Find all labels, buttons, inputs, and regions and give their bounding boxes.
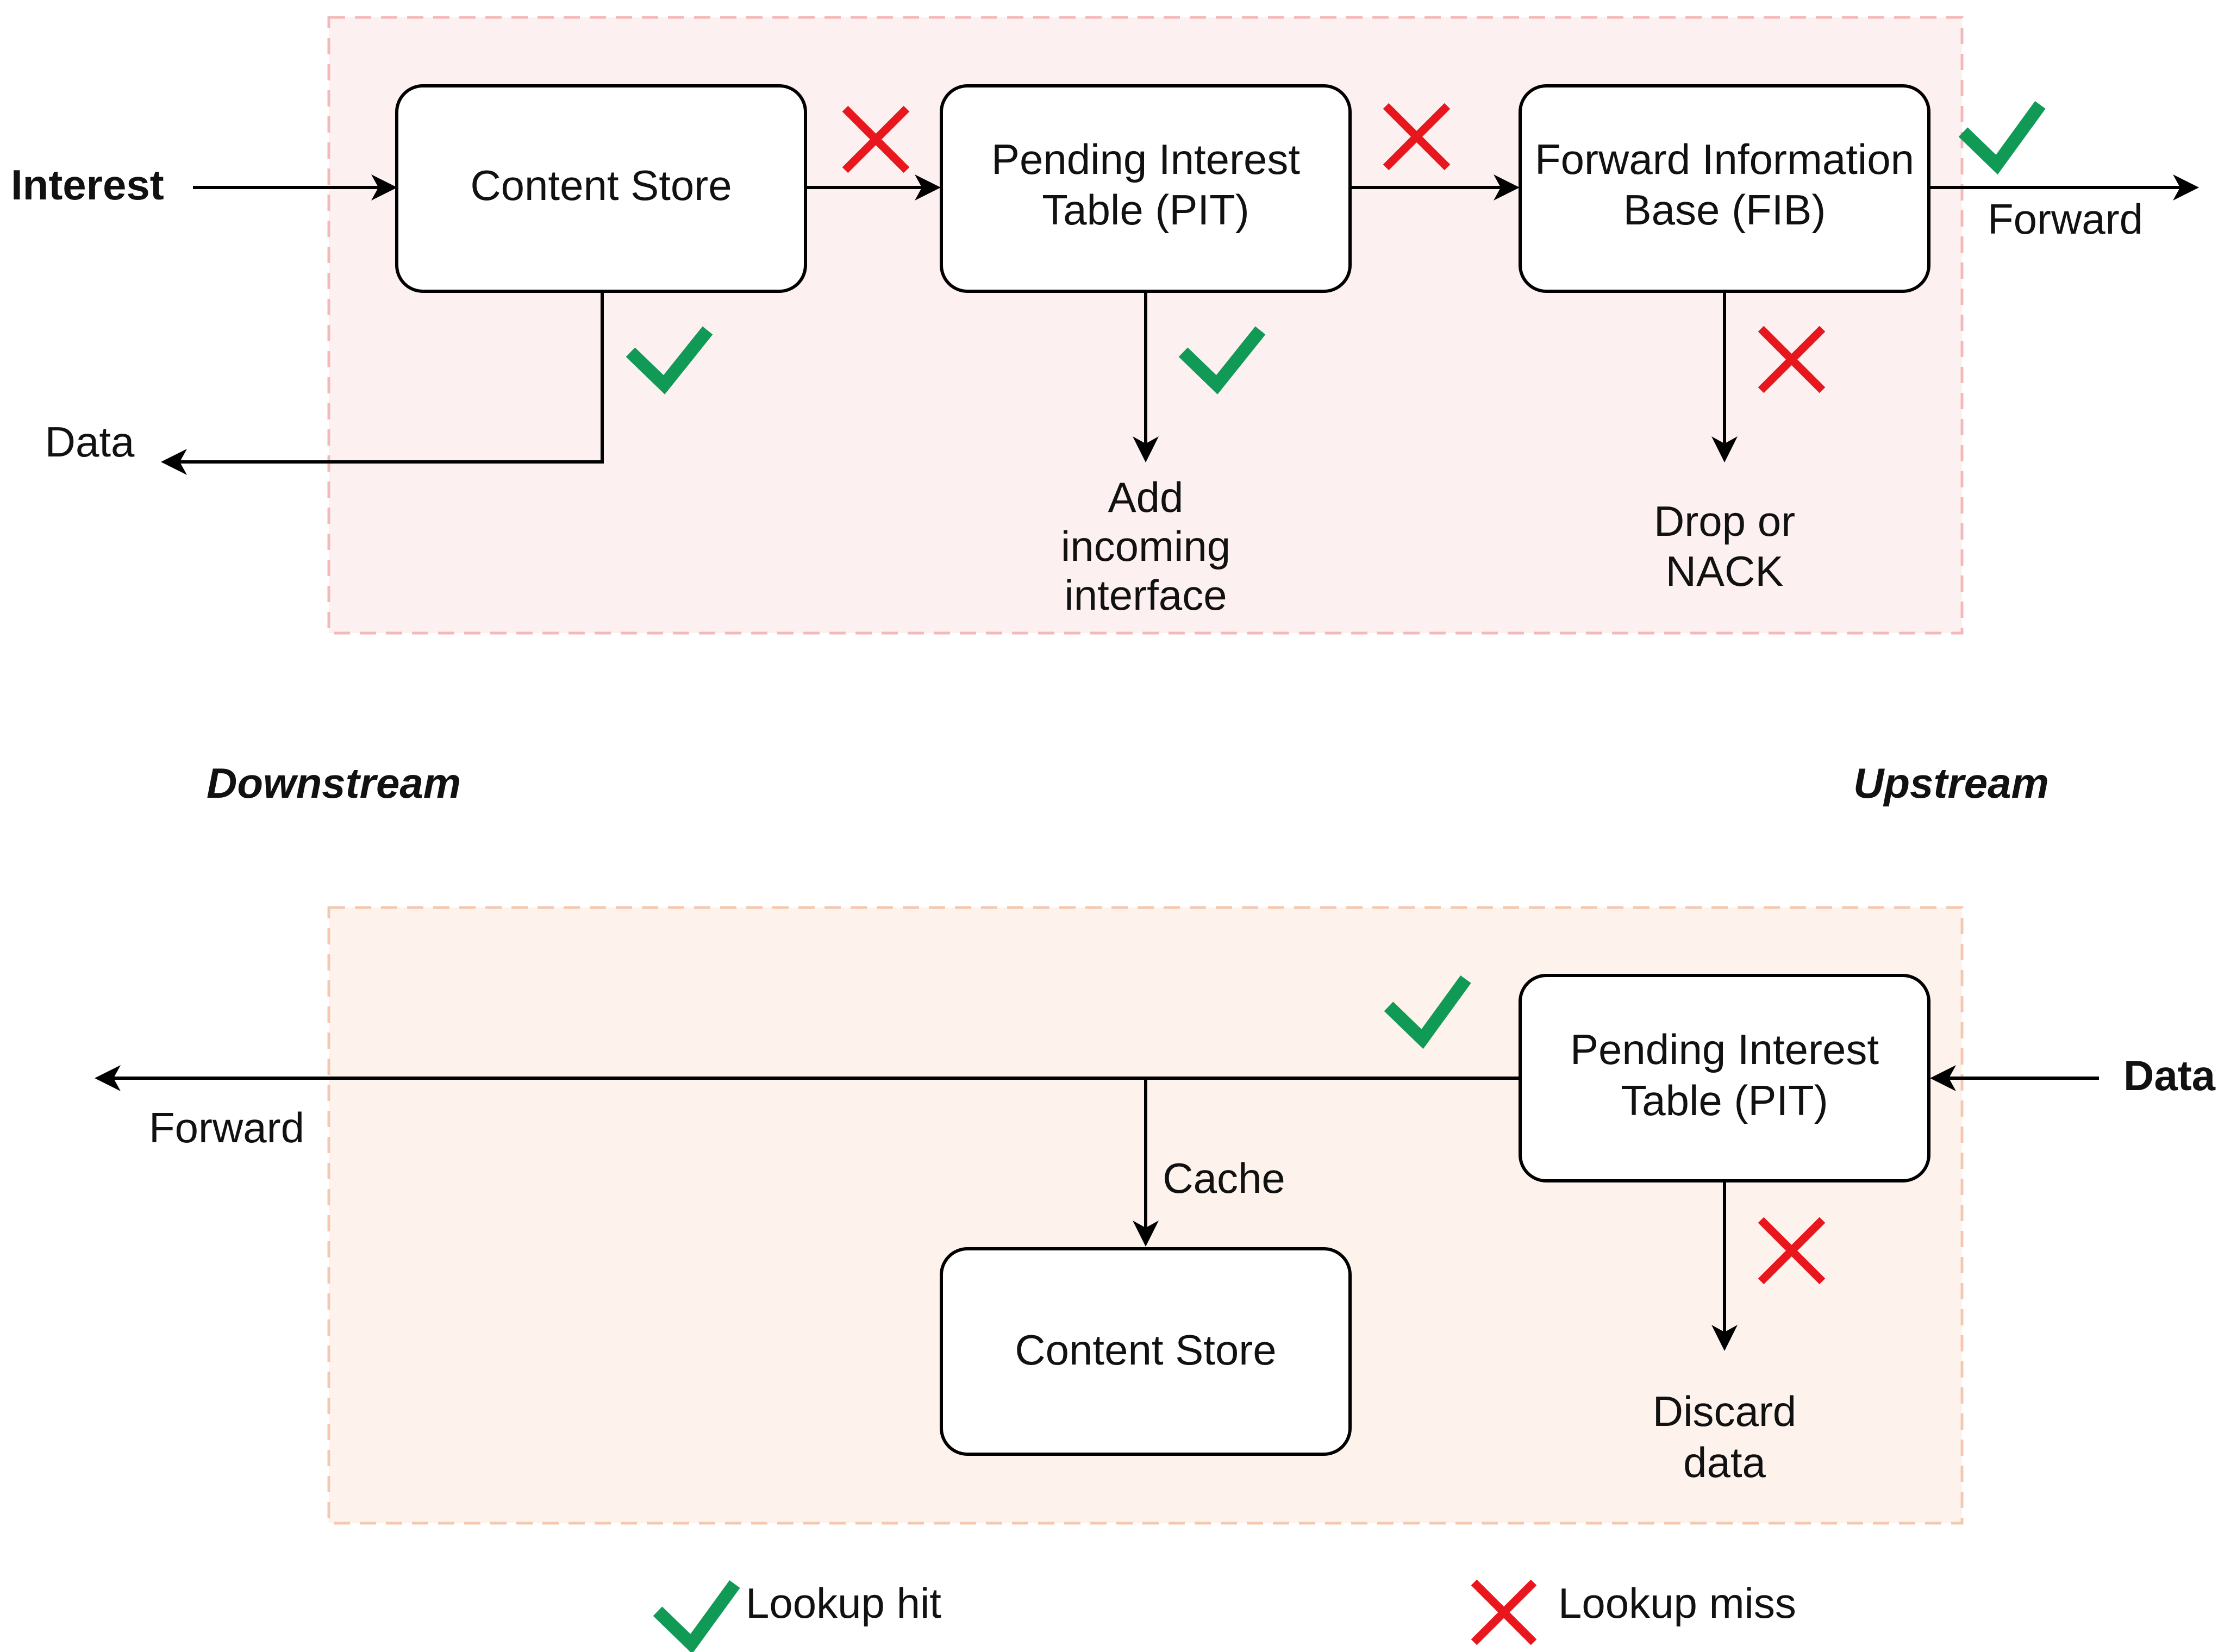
pit-add-interface-line-2: incoming bbox=[1061, 522, 1230, 570]
cross-mark-icon bbox=[1383, 103, 1451, 171]
fib-forward-label: Forward bbox=[1988, 195, 2143, 243]
check-mark-icon bbox=[1178, 326, 1266, 395]
content-store-label: Content Store bbox=[470, 161, 732, 209]
pit-label-line-1: Pending Interest bbox=[991, 135, 1300, 183]
cs-data-return-arrow bbox=[161, 291, 604, 475]
upstream-label: Upstream bbox=[1853, 759, 2049, 807]
check-mark-icon bbox=[1384, 975, 1471, 1049]
pit-add-interface-line-3: interface bbox=[1064, 571, 1227, 619]
pit-label-line-2: Table (PIT) bbox=[1042, 186, 1249, 234]
cross-mark-icon bbox=[842, 105, 910, 173]
discard-line-1: Discard bbox=[1653, 1387, 1796, 1435]
check-mark-icon bbox=[626, 326, 713, 395]
fib-label-line-2: Base (FIB) bbox=[1623, 186, 1826, 234]
downstream-label: Downstream bbox=[207, 759, 461, 807]
cs-data-label: Data bbox=[45, 418, 135, 466]
data-pit-label-line-2: Table (PIT) bbox=[1621, 1077, 1828, 1124]
legend-miss-label: Lookup miss bbox=[1558, 1579, 1796, 1627]
fib-label-line-1: Forward Information bbox=[1535, 135, 1914, 183]
legend-cross-mark-icon bbox=[1471, 1579, 1537, 1645]
check-mark-icon bbox=[1958, 101, 2046, 175]
cross-mark-icon bbox=[1758, 326, 1826, 393]
cross-mark-icon bbox=[1758, 1217, 1826, 1285]
data-input-label: Data bbox=[2123, 1052, 2216, 1099]
content-store-node: Content Store bbox=[395, 84, 807, 293]
data-forward-label: Forward bbox=[149, 1104, 304, 1152]
legend-check-mark-icon bbox=[653, 1580, 740, 1652]
interest-input-label: Interest bbox=[11, 161, 164, 209]
pit-add-interface-line-1: Add bbox=[1108, 473, 1184, 521]
data-pit-node: Pending Interest Table (PIT) bbox=[1519, 974, 1930, 1182]
data-content-store-node: Content Store bbox=[940, 1247, 1352, 1456]
cache-label: Cache bbox=[1163, 1154, 1285, 1202]
discard-line-2: data bbox=[1683, 1438, 1766, 1486]
legend-hit-label: Lookup hit bbox=[746, 1579, 941, 1627]
data-content-store-label: Content Store bbox=[1015, 1326, 1276, 1374]
pit-node: Pending Interest Table (PIT) bbox=[940, 84, 1352, 293]
fib-node: Forward Information Base (FIB) bbox=[1519, 84, 1930, 293]
fib-drop-line-2: NACK bbox=[1666, 547, 1784, 595]
data-pit-label-line-1: Pending Interest bbox=[1570, 1025, 1879, 1073]
fib-drop-line-1: Drop or bbox=[1654, 497, 1795, 545]
